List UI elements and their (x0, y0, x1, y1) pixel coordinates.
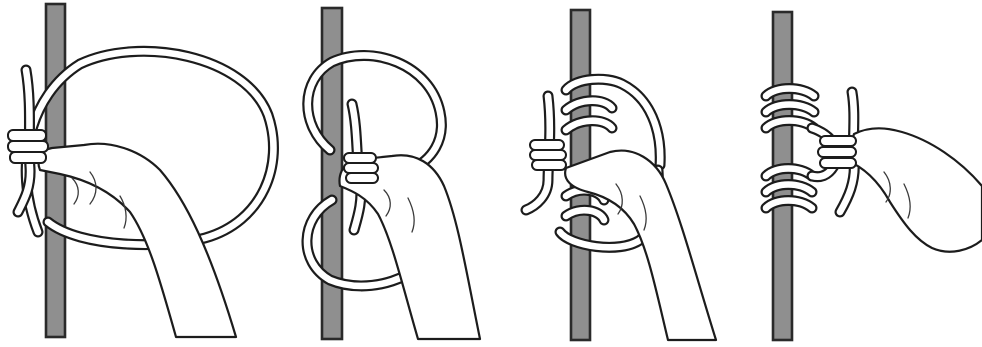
panel-1-step-one (8, 4, 273, 337)
panel-3-step-three (526, 10, 716, 340)
panel-2-step-two (307, 8, 480, 339)
panel-2-hand (340, 153, 480, 339)
panel-4-hand (818, 128, 982, 251)
panel-3-hand (530, 140, 716, 340)
panel-4-step-four (766, 12, 982, 340)
